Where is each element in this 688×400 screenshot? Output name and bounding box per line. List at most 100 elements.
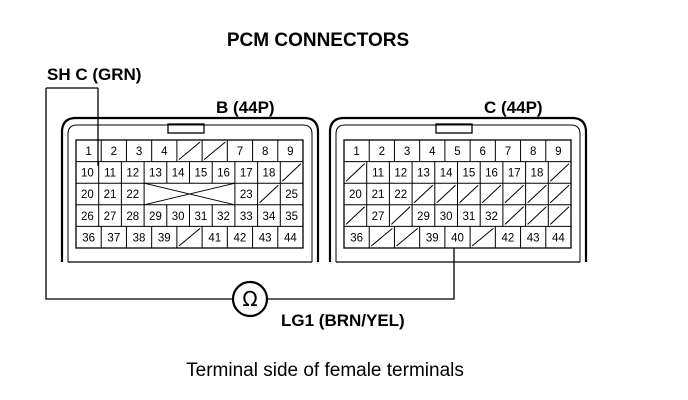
- connector-c-empty-cavity: [345, 163, 366, 182]
- connector-b-pin: 3: [136, 146, 142, 158]
- connector-b-pin: 22: [126, 189, 139, 201]
- connector-c-empty-cavity: [527, 206, 547, 225]
- connector-c-pin: 15: [462, 168, 475, 180]
- connector-c-empty-cavity: [413, 184, 434, 204]
- connector-c-empty-cavity: [391, 206, 411, 225]
- sh-c-wire: [45, 88, 232, 300]
- lg1-wire: [268, 248, 455, 300]
- connector-c-pin: 39: [426, 232, 439, 244]
- connector-b-pin-body: [75, 139, 304, 249]
- connector-b-pin: 17: [240, 168, 253, 180]
- connector-b-blocked-span: [143, 182, 236, 206]
- connector-c-pin: 29: [417, 211, 430, 223]
- connector-c-lock-tab: [435, 123, 473, 134]
- diagram-title: PCM CONNECTORS: [227, 30, 409, 51]
- connector-c-pin: 18: [531, 168, 544, 180]
- connector-c-pin: 21: [372, 189, 385, 201]
- connector-b-pin: 42: [234, 232, 247, 244]
- connector-c-empty-cavity: [549, 184, 570, 204]
- lg1-wire-label: LG1 (BRN/YEL): [281, 311, 405, 330]
- connector-b-pin: 39: [158, 232, 171, 244]
- connector-c-empty-cavity: [471, 228, 494, 247]
- connector-b-housing-inner: [67, 124, 313, 262]
- connector-c-pin: 30: [440, 211, 453, 223]
- connector-b-empty-cavity: [203, 141, 226, 160]
- connector-b-label: B (44P): [216, 98, 275, 117]
- connector-b-lock-tab: [167, 123, 205, 134]
- connector-c-pin: 8: [530, 146, 536, 158]
- connector-b-pin: 27: [104, 211, 117, 223]
- connector-b-pin: 1: [85, 146, 91, 158]
- connector-b-pin: 28: [126, 211, 139, 223]
- connector-b-pin: 34: [263, 211, 276, 223]
- connector-b-pin: 14: [172, 168, 185, 180]
- connector-c-pin: 12: [394, 168, 407, 180]
- connector-c-pin: 43: [527, 232, 540, 244]
- connector-b-pin: 31: [194, 211, 207, 223]
- connector-c-empty-cavity: [504, 206, 524, 225]
- connector-c-pin: 20: [349, 189, 362, 201]
- connector-b-pin: 10: [81, 168, 94, 180]
- connector-c-pin: 31: [462, 211, 475, 223]
- connector-c-pin: 2: [379, 146, 385, 158]
- connector-c-pin: 4: [429, 146, 436, 158]
- connector-b-pin: 12: [126, 168, 139, 180]
- connector-c-empty-cavity: [549, 206, 570, 225]
- connector-b-pin: 20: [81, 189, 94, 201]
- connector-c-empty-cavity: [345, 206, 366, 225]
- connector-c-pin: 13: [417, 168, 430, 180]
- sh-c-wire-label: SH C (GRN): [47, 65, 141, 84]
- connector-c-pin: 14: [440, 168, 453, 180]
- connector-b-empty-cavity: [259, 184, 279, 204]
- connector-b-empty-cavity: [178, 228, 201, 247]
- connector-b-pin: 11: [104, 168, 116, 180]
- connector-c-pin: 42: [502, 232, 515, 244]
- connector-b-pin: 30: [172, 211, 185, 223]
- connector-c-pin: 32: [485, 211, 498, 223]
- connector-c-pin: 16: [485, 168, 498, 180]
- connector-c-label: C (44P): [484, 98, 543, 117]
- connector-c-pin: 6: [480, 146, 486, 158]
- connector-b-pin: 2: [111, 146, 117, 158]
- connector-b-pin: 13: [149, 168, 162, 180]
- connector-b-pin: 15: [194, 168, 207, 180]
- connector-b-pin: 7: [237, 146, 243, 158]
- connector-c-pin: 5: [454, 146, 460, 158]
- connector-c-empty-cavity: [459, 184, 479, 204]
- connector-c-pin-body: [343, 139, 572, 249]
- connector-b-empty-cavity: [178, 141, 201, 160]
- connector-b-pin: 4: [161, 146, 168, 158]
- connector-c-pin: 44: [552, 232, 565, 244]
- connector-c-pin: 9: [555, 146, 561, 158]
- ohmmeter-icon: [231, 280, 269, 318]
- connector-c-pin: 11: [372, 168, 384, 180]
- connector-b-pin: 25: [285, 189, 298, 201]
- connector-b-pin: 33: [240, 211, 253, 223]
- connector-c-empty-cavity: [549, 163, 570, 182]
- connector-c-empty-cavity: [481, 184, 502, 204]
- connector-b-housing: [60, 116, 320, 262]
- connector-b-pin: 43: [259, 232, 272, 244]
- connector-b-pin: 26: [81, 211, 94, 223]
- connector-c-pin: 3: [404, 146, 410, 158]
- connector-c-empty-cavity: [436, 184, 456, 204]
- connector-c-empty-cavity: [396, 228, 418, 247]
- connector-c-empty-cavity: [527, 184, 547, 204]
- ohm-symbol: Ω: [242, 287, 257, 311]
- connector-b-pin: 36: [82, 232, 95, 244]
- connector-b-pin: 35: [285, 211, 298, 223]
- connector-b-pin: 41: [208, 232, 221, 244]
- connector-c-housing-inner: [335, 124, 581, 262]
- connector-b-pin: 18: [263, 168, 276, 180]
- connector-c-housing: [328, 116, 588, 262]
- connector-b-pin: 44: [284, 232, 297, 244]
- connector-c-empty-cavity: [370, 228, 393, 247]
- connector-b-pin: 9: [287, 146, 293, 158]
- connector-b-pin: 8: [262, 146, 268, 158]
- connector-b-pin: 29: [149, 211, 162, 223]
- connector-c-pin: 17: [508, 168, 521, 180]
- connector-b-pin: 16: [217, 168, 230, 180]
